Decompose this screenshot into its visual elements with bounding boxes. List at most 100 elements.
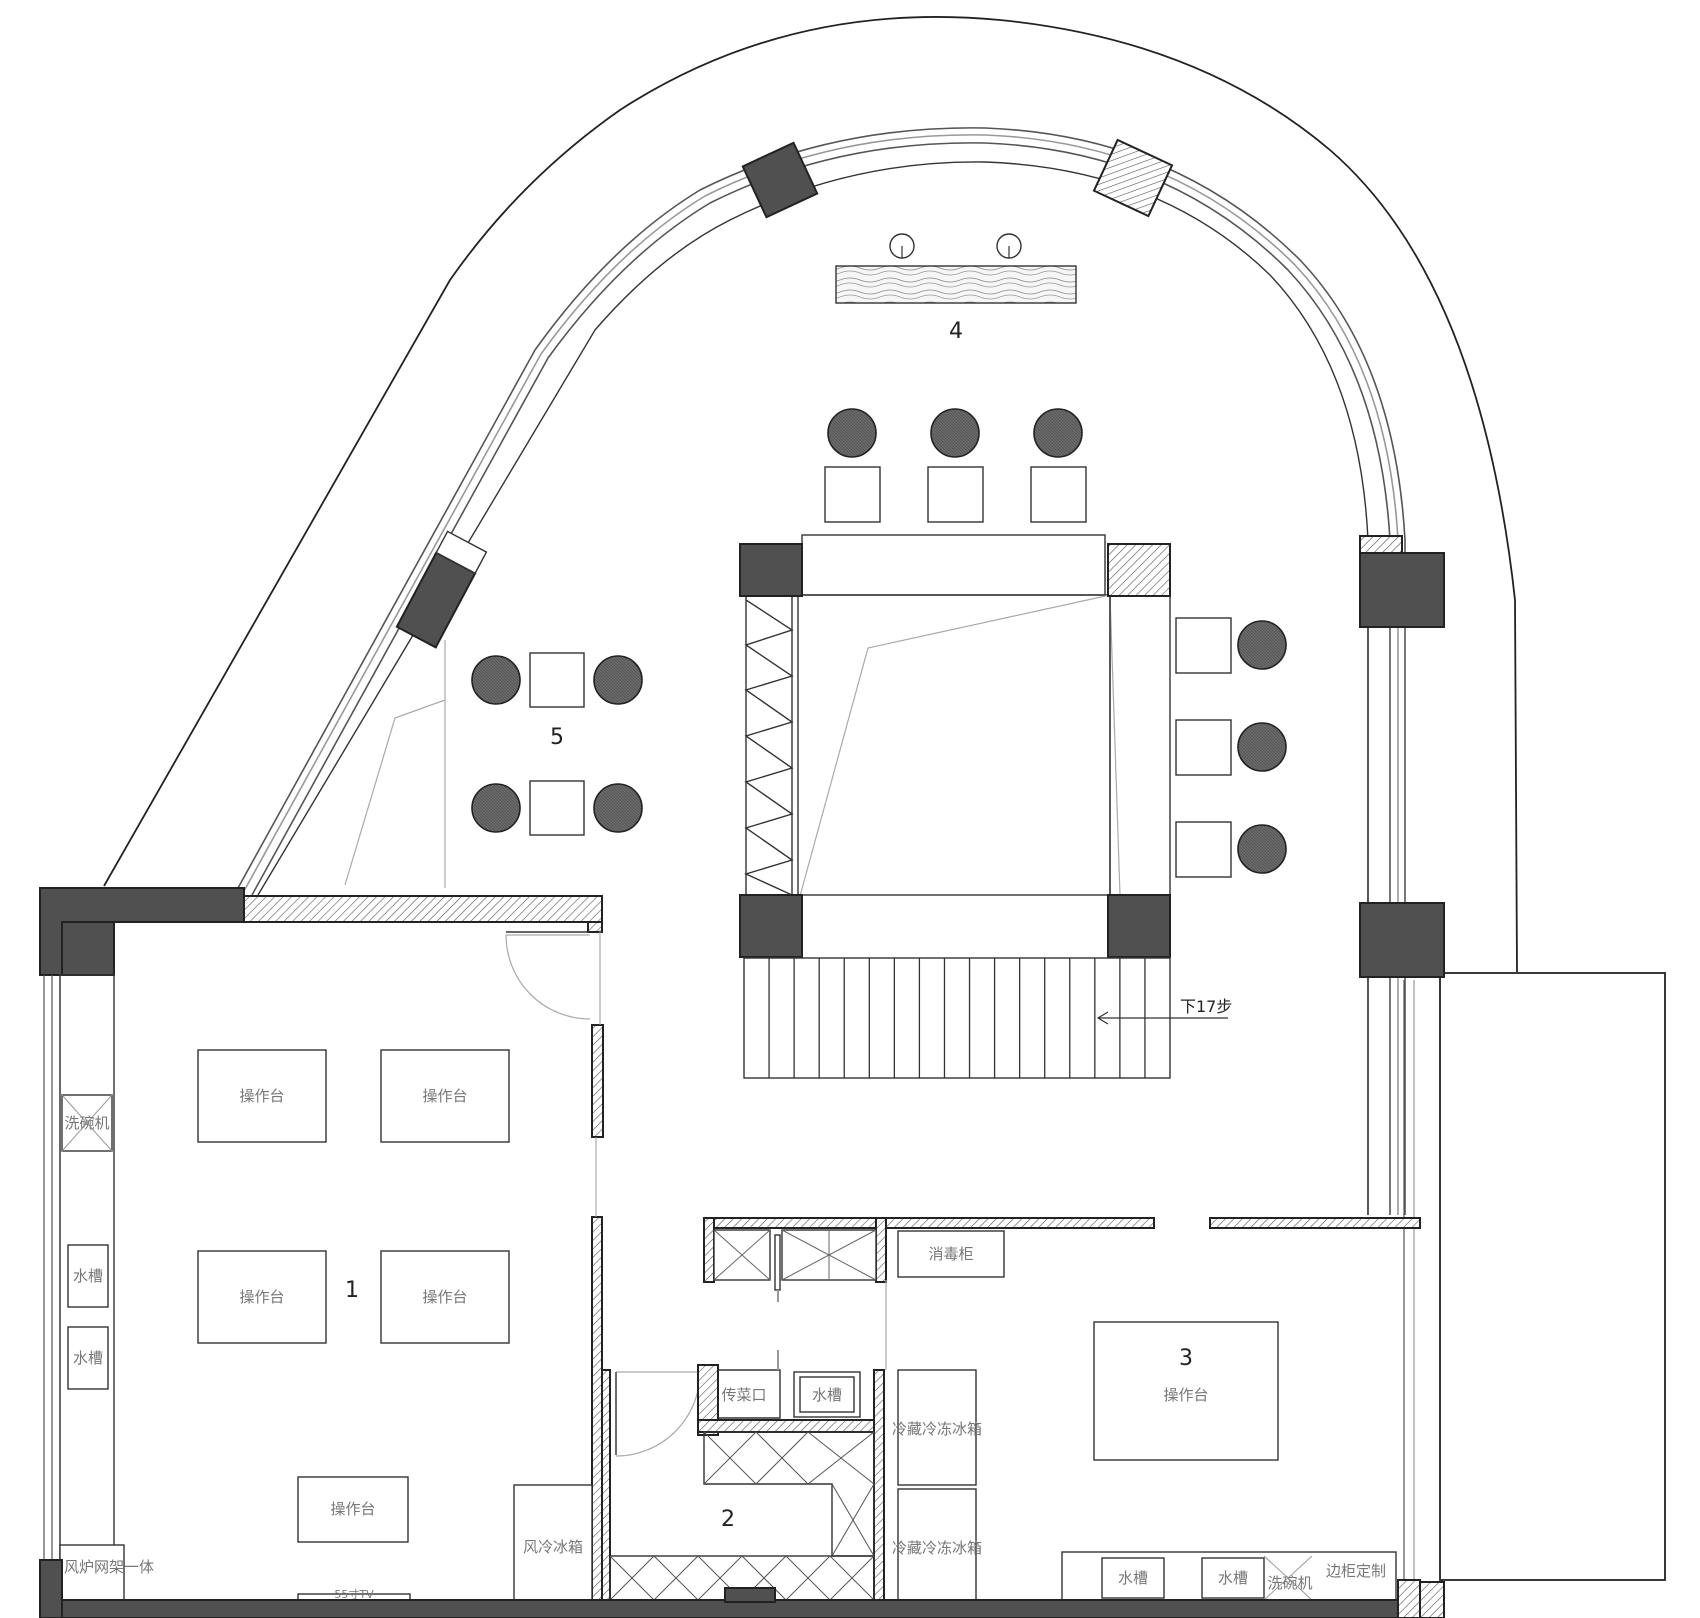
facade-column-2 (741, 141, 819, 219)
facade-column-3 (1092, 138, 1174, 218)
facade-column-5 (1359, 902, 1445, 978)
workbench: 操作台 (380, 1049, 510, 1143)
workbench-label: 操作台 (422, 1087, 467, 1105)
seat-cushion (1175, 617, 1232, 674)
sink-unit: 水槽 (1201, 1557, 1265, 1599)
sink-label: 水槽 (812, 1386, 842, 1404)
fridge-freezer-unit: 冷藏冷冻冰箱 (892, 1488, 982, 1601)
rail-zigzag (744, 599, 794, 896)
zone2-counter-cross (703, 1431, 875, 1557)
workbench-label: 操作台 (422, 1288, 467, 1306)
seat-cushion (1030, 466, 1087, 523)
sink-unit: 水槽 (1101, 1557, 1165, 1599)
sink-label: 水槽 (73, 1349, 103, 1367)
sink-unit: 水槽 (67, 1244, 109, 1308)
workbench-label: 操作台 (239, 1087, 284, 1105)
fridge-freezer-label: 冷藏冷冻冰箱 (892, 1539, 982, 1557)
void-column (739, 543, 803, 597)
glass-facade-outer (237, 127, 1406, 1215)
stair-steps (768, 958, 1146, 1078)
tv-label: 55寸TV (334, 1587, 374, 1601)
stool (1033, 408, 1083, 458)
terrace-outline (103, 16, 1518, 973)
zone2-wall-left (601, 1369, 611, 1601)
workbench: 操作台 (197, 1049, 327, 1143)
sink-label: 水槽 (1218, 1569, 1248, 1587)
sink-unit: 水槽 (67, 1326, 109, 1390)
zone2-door[interactable] (615, 1371, 701, 1457)
workbench-label: 操作台 (239, 1288, 284, 1306)
air-fridge-label: 风冷冰箱 (523, 1538, 583, 1556)
kitchen1-wall-top (243, 895, 603, 923)
stool-row-right (1175, 617, 1287, 878)
disinfect-cabinet-label: 消毒柜 (928, 1245, 973, 1263)
table-set-5b (471, 780, 643, 836)
room-number-5: 5 (550, 725, 564, 750)
air-fridge-unit: 风冷冰箱 (513, 1484, 593, 1601)
dishwasher-unit: 洗碗机 (61, 1094, 113, 1152)
room-number-1: 1 (345, 1278, 359, 1303)
glass-facade-inner (251, 142, 1391, 1215)
seat-cushion (824, 466, 881, 523)
stool (1237, 620, 1287, 670)
stool (930, 408, 980, 458)
chair (471, 655, 521, 705)
room-number-2: 2 (721, 1507, 735, 1532)
stair-rail-left (745, 594, 793, 896)
stool-row-top (824, 408, 1087, 523)
fridge-freezer-unit: 冷藏冷冻冰箱 (892, 1369, 982, 1486)
workbench: 操作台 (380, 1250, 510, 1344)
zone3-wall-top (703, 1217, 1155, 1229)
stool (1237, 722, 1287, 772)
workbench: 操作台 (1093, 1321, 1279, 1461)
kitchen1-door[interactable] (505, 934, 591, 1020)
room-number-4: 4 (949, 319, 963, 344)
void-outline (801, 534, 1106, 596)
room-number-3: 3 (1179, 1346, 1193, 1371)
hood-rack-unit: 风炉网架一体 (59, 1544, 154, 1601)
stool (1237, 824, 1287, 874)
workbench: 操作台 (297, 1476, 409, 1543)
void-column (739, 894, 803, 958)
storage-cabinet (713, 1229, 771, 1281)
small-table (529, 652, 585, 708)
sink-label: 水槽 (1118, 1569, 1148, 1587)
dishwasher-unit: 洗碗机 (1263, 1555, 1313, 1601)
small-table (529, 780, 585, 836)
glass-facade-inner2 (257, 161, 1369, 1215)
dishwasher-label: 洗碗机 (1267, 1574, 1312, 1592)
void-column (1107, 894, 1171, 958)
right-annex (1439, 972, 1666, 1581)
kitchen1-wall-right-upper (591, 1024, 604, 1138)
chair (471, 783, 521, 833)
stool (827, 408, 877, 458)
storage-cabinet (781, 1229, 877, 1281)
workbench-label: 操作台 (1163, 1386, 1208, 1404)
dishwasher-label: 洗碗机 (64, 1114, 109, 1132)
zone2-bottom-cross (609, 1555, 875, 1601)
void-area (797, 594, 1111, 896)
workbench: 操作台 (197, 1250, 327, 1344)
side-cabinet-label: 边柜定制 (1326, 1562, 1386, 1580)
seat-cushion (1175, 719, 1232, 776)
stair-note: 下17步 (1180, 997, 1232, 1016)
tv-unit: 55寸TV (297, 1587, 411, 1601)
tea-bench (835, 265, 1077, 304)
kitchen1-wall-right-lower (591, 1216, 603, 1601)
table-set-5a (471, 652, 643, 708)
chair (593, 655, 643, 705)
facade-column-4 (1359, 552, 1445, 628)
seat-cushion (927, 466, 984, 523)
void-column (1107, 543, 1171, 597)
seat-cushion (1175, 821, 1232, 878)
sink-label: 水槽 (73, 1267, 103, 1285)
sink-unit: 水槽 (793, 1371, 861, 1418)
fridge-freezer-label: 冷藏冷冻冰箱 (892, 1420, 982, 1438)
glass-facade-mid (243, 134, 1399, 1215)
disinfect-cabinet-unit: 消毒柜 (897, 1230, 1005, 1278)
hood-rack-label: 风炉网架一体 (64, 1558, 154, 1576)
pass-window-label: 传菜口 (721, 1386, 766, 1404)
workbench-label: 操作台 (330, 1500, 375, 1518)
facade-column-1 (395, 530, 488, 649)
